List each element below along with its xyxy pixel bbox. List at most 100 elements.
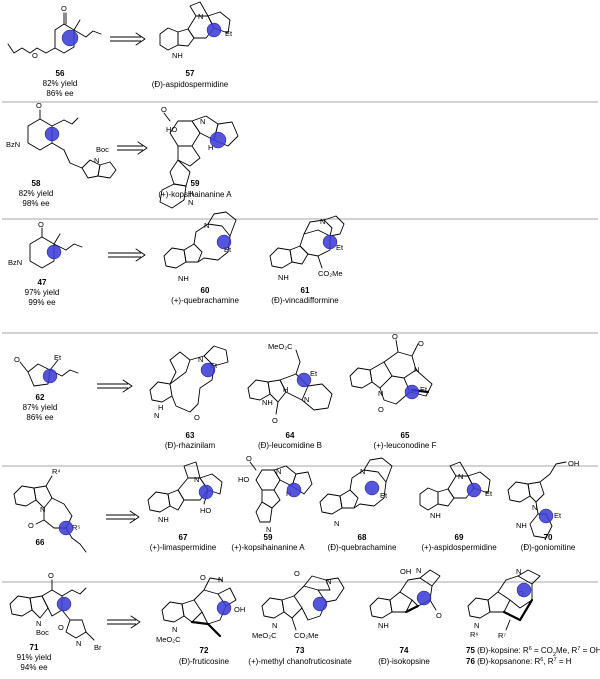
atom-label: N [416,566,421,575]
atom-label: NH [516,521,527,530]
atom-label: OH [568,459,579,468]
atom-label: NH [172,51,183,60]
atom-label: H [188,189,193,198]
stereocenter-marker [198,484,214,500]
reaction-arrow [106,510,140,524]
stereocenter-marker [538,508,554,524]
reaction-arrow [117,141,148,155]
atom-label: N [304,395,309,404]
compound-47-structure: O BzN [8,220,83,269]
footnote-76: 76 (Ð)-kopsanone: R6, R7 = H [466,657,572,666]
compound-name: (Ð)-vincadifformine [271,296,339,305]
atom-label: O [14,355,20,364]
atom-label: Et [420,385,428,394]
compound-60-structure: N NH Et [163,211,237,283]
atom-label: N [272,621,277,630]
compound-number: 61 [301,286,310,295]
atom-label: Et [380,491,388,500]
compound-name: (+)-methyl chanofruticosinate [248,657,352,666]
compound-name: (Ð)-aspidospermidine [152,80,229,89]
compound-number: 63 [186,431,195,440]
atom-label: N [516,567,521,576]
row-1: O O 56 82% yield 86% ee N NH Et 57 (Ð)-a… [7,1,233,98]
yield-text: 82% yield [19,189,54,198]
atom-label: O [272,416,278,425]
atom-label: N [40,505,45,514]
ee-text: 86% ee [46,89,74,98]
compound-number: 71 [30,643,39,652]
atom-label: OH [400,567,411,576]
compound-57-structure: N NH Et [159,1,233,60]
stereocenter-marker [58,520,74,536]
stereocenter-marker [404,384,420,400]
atom-label: HO [166,125,177,134]
atom-label: N [154,411,159,420]
atom-label: N [218,575,223,584]
compound-59-structure: O HO N H H N [159,105,239,209]
atom-label: NH [430,511,441,520]
atom-label: O [194,413,200,422]
stereocenter-marker [46,244,62,260]
atom-label: N [474,621,479,630]
atom-label: NH [278,273,289,282]
ee-text: 99% ee [28,298,56,307]
atom-label: O [246,454,252,463]
stereocenter-marker [216,600,232,616]
atom-label: NH [262,398,273,407]
atom-label: N [204,221,209,230]
atom-label: O [36,101,42,110]
atom-label: Et [310,369,318,378]
compound-68-structure: N N Et [319,457,393,528]
compound-74-structure: OH N O NH [369,566,442,630]
compound-number: 56 [56,69,65,78]
compound-71-structure: O N Boc O N Br [9,571,102,652]
compound-name: (Ð)-quebrachamine [328,543,397,552]
atom-label: N [532,503,537,512]
atom-label: Boc [36,628,49,637]
compound-number: 59 [264,533,273,542]
compound-name: (+)-quebrachamine [171,296,239,305]
atom-label: O [294,569,300,578]
atom-label: Et [54,353,62,362]
yield-text: 82% yield [43,79,78,88]
compound-58-structure: O BzN Boc N [6,101,117,179]
atom-label: BzN [6,140,20,149]
atom-label: NH [178,274,189,283]
compound-number: 73 [296,646,305,655]
compound-number: 62 [36,393,45,402]
stereocenter-marker [416,590,432,606]
row-6: O N Boc O N Br 71 91% yield 94% ee O N O… [9,566,600,672]
atom-label: N [334,519,339,528]
ee-text: 94% ee [20,663,48,672]
yield-text: 87% yield [23,403,58,412]
stereocenter-marker [312,596,328,612]
atom-label: Boc [96,145,109,154]
atom-label: O [58,623,64,632]
compound-number: 69 [455,533,464,542]
compound-name: (Ð)-fruticosine [179,657,230,666]
compound-number: 58 [32,179,41,188]
atom-label: O [200,573,206,582]
atom-label: MeO₂C [252,631,277,640]
atom-label: N [276,467,281,476]
atom-label: N [172,625,177,634]
atom-label: O [378,405,384,414]
row-4: O Et 62 87% yield 86% ee N Et H N O 63 (… [14,332,437,450]
atom-label: MeO₂C [268,342,293,351]
compound-56-structure: O O [7,4,102,60]
atom-label: MeO₂C [156,635,181,644]
compound-61-structure: N NH Et CO₂Me [269,215,345,282]
atom-label: O [28,521,34,530]
atom-label: N [94,156,99,165]
atom-label: R⁵ [72,523,81,532]
stereocenter-marker [200,362,216,378]
atom-label: N [326,577,331,586]
reaction-arrow [108,248,146,262]
row-3: O BzN 47 97% yield 99% ee N NH Et 60 (+)… [8,211,345,307]
reaction-arrow [107,615,141,629]
atom-label: Et [210,361,218,370]
atom-label: O [161,105,167,114]
row-2: O BzN Boc N 58 82% yield 98% ee O HO N H… [6,101,239,209]
compound-59b-structure: O HO N H N [238,454,313,534]
atom-label: NH [158,515,169,524]
